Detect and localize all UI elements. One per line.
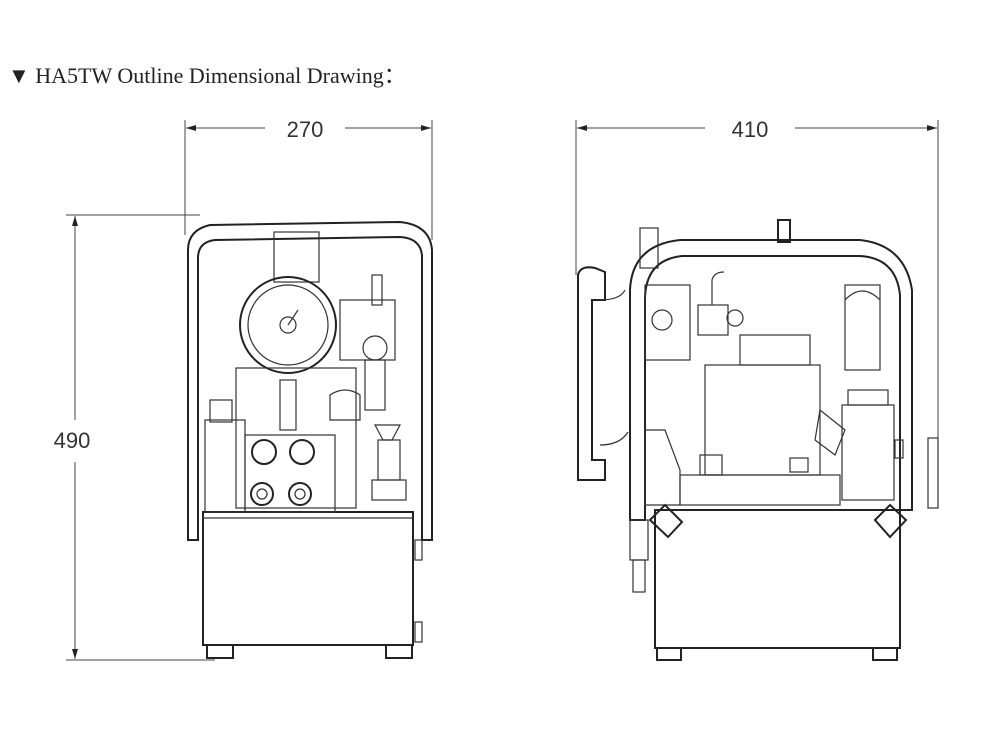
title-text: HA5TW Outline Dimensional Drawing：: [35, 63, 406, 88]
front-width-dimension: 270: [184, 117, 433, 240]
side-length-label: 410: [732, 117, 769, 142]
front-height-label: 490: [54, 428, 91, 453]
front-view-pump: [187, 220, 433, 659]
side-view-pump: [577, 219, 939, 661]
drawing-title: ▼ HA5TW Outline Dimensional Drawing：: [8, 58, 406, 90]
front-width-label: 270: [287, 117, 324, 142]
triangle-marker-icon: ▼: [8, 63, 30, 88]
front-height-dimension: 490: [54, 214, 215, 661]
side-length-dimension: 410: [575, 117, 939, 440]
